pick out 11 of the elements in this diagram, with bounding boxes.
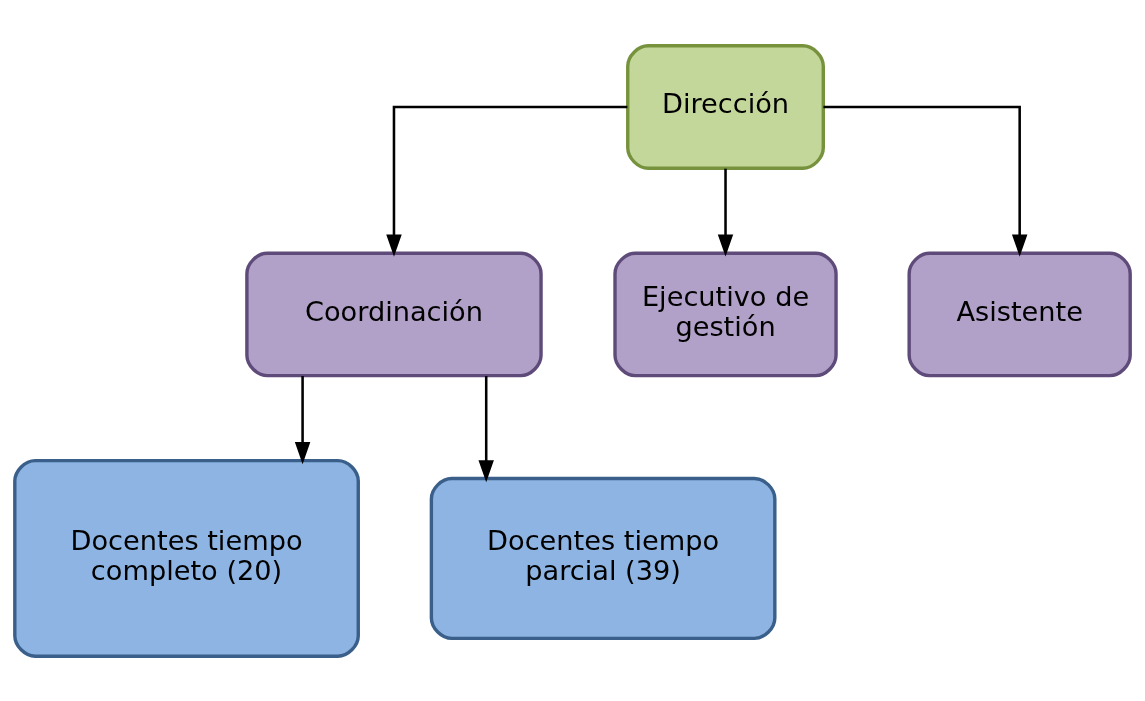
node-box: Dirección xyxy=(626,43,825,170)
arrow xyxy=(478,375,494,482)
arrow xyxy=(717,168,734,256)
arrow xyxy=(823,105,1028,257)
node-box: Docentes tiempo parcial (39) xyxy=(429,476,777,640)
node-box: Ejecutivo de gestión xyxy=(613,251,838,377)
arrow xyxy=(294,375,311,464)
node-box: Coordinación xyxy=(245,251,543,377)
arrow xyxy=(386,105,628,257)
node-box: Asistente xyxy=(907,251,1132,377)
node-box: Docentes tiempo completo (20) xyxy=(13,458,360,658)
